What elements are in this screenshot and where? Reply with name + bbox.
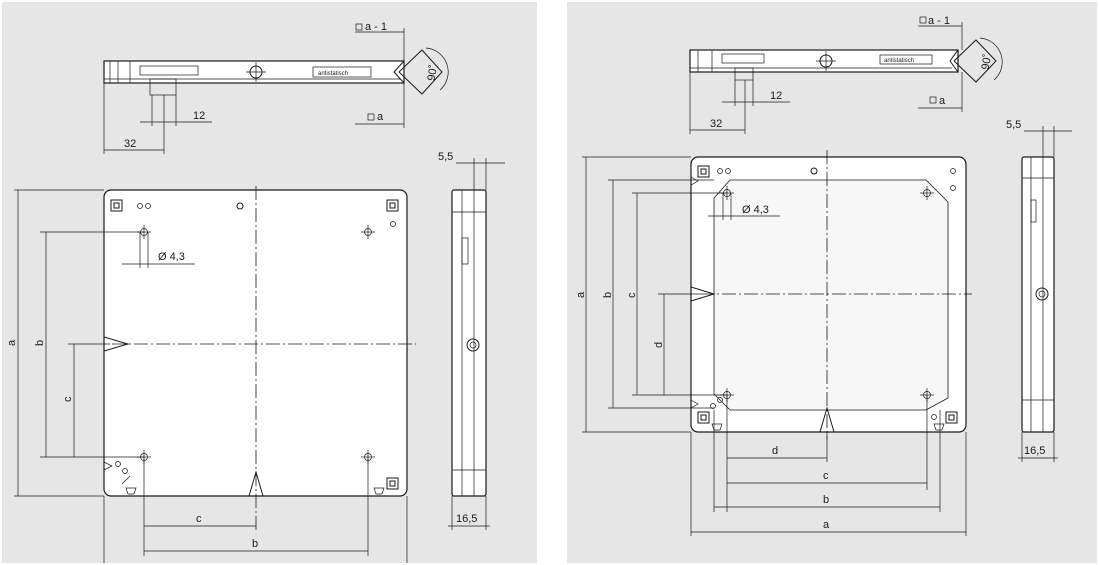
right-top-view: antistatisch 90˚ a - 1 a 32 12: [689, 15, 1003, 134]
right-dim-c: c: [626, 292, 638, 298]
left-antistatic-label-box: [312, 66, 372, 78]
left-drawing: antistatisch 90˚ a - 1 a 32 12: [6, 21, 505, 563]
right-side-view: 16,5 5,5: [1006, 119, 1072, 462]
left-side-bottom: 16,5: [456, 513, 477, 525]
right-bottom-d: d: [772, 445, 778, 457]
left-top-view: antistatisch 90˚ a - 1 a 32 12: [103, 21, 449, 154]
right-dim-b: b: [602, 292, 614, 298]
left-dim-a: a: [6, 339, 18, 346]
right-side-top: 5,5: [1006, 119, 1021, 131]
right-dim-a: a: [575, 291, 587, 298]
left-dim-12: 12: [193, 110, 205, 122]
left-dim-c: c: [62, 396, 74, 402]
right-dim-32: 32: [710, 118, 722, 130]
left-square-symbol-icon: [355, 23, 363, 31]
left-side-screw-icon: [466, 338, 480, 352]
right-drawing: antistatisch 90˚ a - 1 a 32 12: [575, 15, 1072, 536]
left-angle-label: 90˚: [426, 64, 441, 82]
right-dim-12: 12: [770, 90, 782, 102]
right-bottom-b: b: [823, 494, 829, 506]
right-label-a: a: [939, 95, 946, 107]
left-bottom-c: c: [196, 513, 202, 525]
right-angle-label: 90˚: [980, 53, 995, 71]
right-top-connector: [734, 67, 754, 81]
left-label-a: a: [377, 111, 384, 123]
right-bottom-a: a: [823, 519, 830, 531]
left-dim-32: 32: [124, 138, 136, 150]
left-top-connector: [149, 78, 177, 96]
left-bottom-b: b: [252, 538, 258, 550]
left-hole-dia: Ø 4,3: [158, 251, 185, 263]
right-side-plate: [1021, 156, 1055, 433]
left-side-top: 5,5: [438, 151, 453, 163]
right-dim-d: d: [653, 342, 665, 348]
left-antistatic-label: antistatisch: [318, 71, 348, 77]
right-front-inner-plate: [713, 179, 949, 411]
left-side-view: 16,5 5,5: [438, 151, 505, 530]
left-front-dot-icon: [236, 202, 244, 210]
left-top-slot: [139, 65, 199, 76]
left-dim-b: b: [34, 340, 46, 346]
right-side-bottom: 16,5: [1024, 445, 1045, 457]
right-side-screw-icon: [1035, 287, 1049, 301]
right-bottom-c: c: [823, 470, 829, 482]
left-front-plate: [103, 189, 408, 497]
right-front-view: Ø 4,3 a b c d: [575, 150, 972, 536]
left-label-a1: a - 1: [365, 21, 387, 33]
left-front-view: Ø 4,3 a b c c b: [6, 186, 416, 563]
left-side-plate: [451, 189, 487, 497]
right-label-a1: a - 1: [928, 15, 950, 27]
right-antistatic-label: antistatisch: [884, 58, 914, 64]
right-hole-dia: Ø 4,3: [742, 204, 769, 216]
left-square-symbol-icon-2: [367, 113, 375, 121]
